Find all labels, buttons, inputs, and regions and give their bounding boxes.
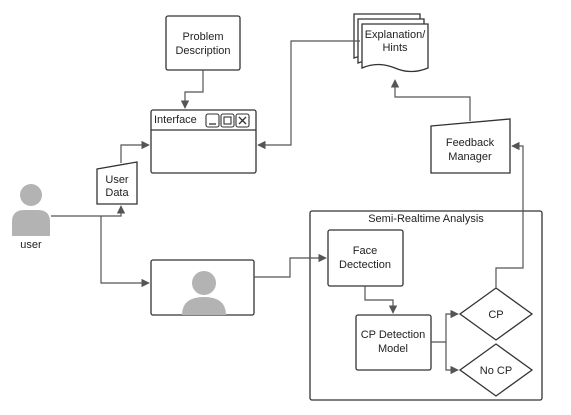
minimize-icon bbox=[205, 113, 220, 128]
face-detection-line1: Face bbox=[353, 245, 377, 257]
edge-problem-to-interface bbox=[180, 70, 204, 109]
cp-detection-model-node: CP Detection Model bbox=[355, 314, 432, 371]
edge-face-to-cpmodel bbox=[364, 286, 398, 314]
user-data-line1: User bbox=[105, 174, 129, 186]
close-icon bbox=[235, 113, 250, 128]
explanation-hints-node: Explanation/ Hints bbox=[353, 13, 429, 73]
problem-description-line2: Description bbox=[175, 45, 230, 57]
maximize-icon bbox=[220, 113, 235, 128]
cp-label: CP bbox=[488, 309, 503, 321]
edge-cpmodel-to-nocp bbox=[445, 342, 459, 375]
user-data-node: User Data bbox=[96, 161, 138, 205]
interface-title: Interface bbox=[154, 114, 197, 126]
problem-description-line1: Problem bbox=[183, 31, 224, 43]
edge-cp-to-feedback bbox=[495, 141, 524, 288]
explanation-hints-line1: Explanation/ bbox=[365, 29, 426, 41]
cp-detection-model-line2: Model bbox=[378, 343, 408, 355]
edge-userdata-to-interface bbox=[120, 140, 150, 163]
analysis-group: Semi-Realtime Analysis bbox=[309, 210, 543, 401]
feedback-manager-node: Feedback Manager bbox=[430, 118, 511, 174]
face-detection-line2: Dectection bbox=[339, 259, 391, 271]
analysis-group-title: Semi-Realtime Analysis bbox=[368, 213, 484, 225]
feedback-manager-line1: Feedback bbox=[446, 137, 495, 149]
edge-hints-to-interface bbox=[257, 40, 360, 150]
user-avatar-icon: user bbox=[12, 184, 50, 251]
explanation-hints-line2: Hints bbox=[382, 42, 408, 54]
edge-webcam-to-face bbox=[254, 253, 327, 278]
interface-window: Interface bbox=[150, 109, 257, 174]
user-label: user bbox=[20, 239, 42, 251]
no-cp-decision-node: No CP bbox=[458, 343, 534, 397]
cp-decision-node: CP bbox=[458, 287, 534, 341]
edge-feedback-to-hints bbox=[390, 79, 471, 121]
no-cp-label: No CP bbox=[480, 365, 512, 377]
user-data-line2: Data bbox=[105, 187, 129, 199]
edge-user-to-webcam bbox=[100, 216, 150, 288]
webcam-frame bbox=[150, 259, 255, 316]
cp-detection-model-line1: CP Detection bbox=[361, 329, 426, 341]
edges bbox=[51, 40, 524, 375]
face-detection-node: Face Dectection bbox=[327, 229, 404, 287]
problem-description-node: Problem Description bbox=[165, 15, 241, 71]
edge-user-to-userdata bbox=[51, 205, 126, 217]
edge-cpmodel-to-cp bbox=[431, 309, 459, 343]
feedback-manager-line2: Manager bbox=[448, 151, 492, 163]
person-icon bbox=[182, 271, 226, 315]
